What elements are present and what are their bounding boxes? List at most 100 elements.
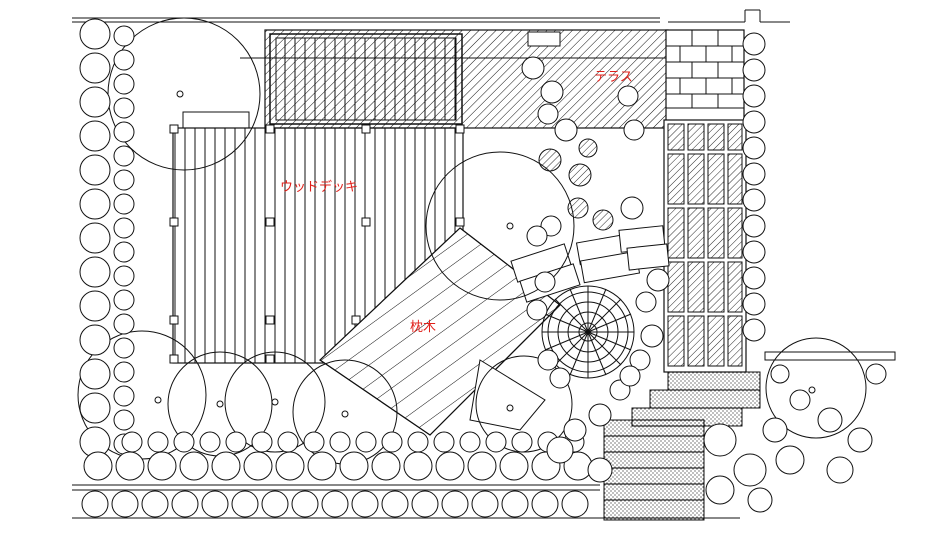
shrub: [617, 85, 639, 107]
shrub: [81, 490, 109, 518]
shrub: [261, 490, 289, 518]
shrub: [115, 451, 145, 481]
shrub: [619, 365, 641, 387]
shrub: [225, 431, 247, 453]
shrub: [79, 222, 111, 254]
shrub: [79, 358, 111, 390]
shrub: [307, 451, 337, 481]
shrub: [179, 451, 209, 481]
shrub: [629, 349, 651, 371]
shrub: [742, 188, 766, 212]
shrub: [403, 451, 433, 481]
shrub: [563, 418, 587, 442]
shrub: [433, 431, 455, 453]
label-terrace: テラス: [594, 70, 633, 85]
shrub: [592, 209, 614, 231]
shrub: [275, 451, 305, 481]
shrub: [742, 110, 766, 134]
terrace-area: [182, 29, 669, 129]
shrub: [789, 389, 811, 411]
shrub: [113, 145, 135, 167]
shrub: [147, 431, 169, 453]
shrub: [817, 407, 843, 433]
shrub: [113, 193, 135, 215]
shrub: [79, 324, 111, 356]
shrub: [770, 364, 790, 384]
shrub-border: [79, 18, 887, 518]
shrub: [742, 162, 766, 186]
shrub: [742, 84, 766, 108]
shrub: [171, 490, 199, 518]
shrub: [79, 392, 111, 424]
shrub: [381, 490, 409, 518]
shrub: [521, 56, 545, 80]
shrub: [587, 457, 613, 483]
shrub: [742, 214, 766, 238]
shrub: [742, 58, 766, 82]
shrub: [561, 490, 589, 518]
shrub: [538, 148, 562, 172]
shrub: [291, 490, 319, 518]
shrub: [511, 431, 533, 453]
shrub: [499, 451, 529, 481]
shrub: [485, 431, 507, 453]
shrub: [329, 431, 351, 453]
shrub: [79, 290, 111, 322]
label-wood-deck: ウッドデッキ: [280, 180, 359, 195]
shrub: [113, 361, 135, 383]
shrub: [231, 490, 259, 518]
shrub: [640, 324, 664, 348]
hatched-shrubs: [538, 138, 614, 231]
shrub: [79, 86, 111, 118]
shrub: [554, 118, 578, 142]
sleeper-path: [319, 227, 561, 436]
shrub: [775, 445, 805, 475]
shrub: [567, 197, 589, 219]
shrub: [79, 18, 111, 50]
shrub: [381, 431, 403, 453]
brick-wall: [663, 29, 747, 373]
shrub: [79, 188, 111, 220]
shrub: [113, 265, 135, 287]
shrub: [243, 451, 273, 481]
shrub: [537, 103, 559, 125]
shrub: [371, 451, 401, 481]
shrub: [407, 431, 429, 453]
shrub: [534, 271, 556, 293]
shrub: [79, 120, 111, 152]
shrub: [141, 490, 169, 518]
shrub: [441, 490, 469, 518]
shrub: [113, 73, 135, 95]
shrub: [588, 403, 612, 427]
shrub: [173, 431, 195, 453]
shrub: [113, 409, 135, 431]
shrub: [277, 431, 299, 453]
shrub: [546, 436, 574, 464]
shrub: [113, 121, 135, 143]
shrub: [355, 431, 377, 453]
shrub: [211, 451, 241, 481]
shrub: [351, 490, 379, 518]
shrub: [865, 363, 887, 385]
shrub: [526, 225, 548, 247]
shrub: [303, 431, 325, 453]
shrub: [121, 431, 143, 453]
entrance-steps: [603, 351, 896, 521]
shrub: [251, 431, 273, 453]
shrub: [113, 97, 135, 119]
shrub: [79, 52, 111, 84]
shrub: [847, 427, 873, 453]
shrub: [742, 318, 766, 342]
shrub: [540, 80, 564, 104]
shrub: [568, 163, 592, 187]
shrub: [113, 385, 135, 407]
shrub: [113, 337, 135, 359]
shrub: [339, 451, 369, 481]
shrub: [537, 349, 559, 371]
shrub: [635, 291, 657, 313]
shrub: [113, 289, 135, 311]
shrub: [79, 154, 111, 186]
shrub: [79, 256, 111, 288]
shrub: [471, 490, 499, 518]
shrub: [826, 456, 854, 484]
